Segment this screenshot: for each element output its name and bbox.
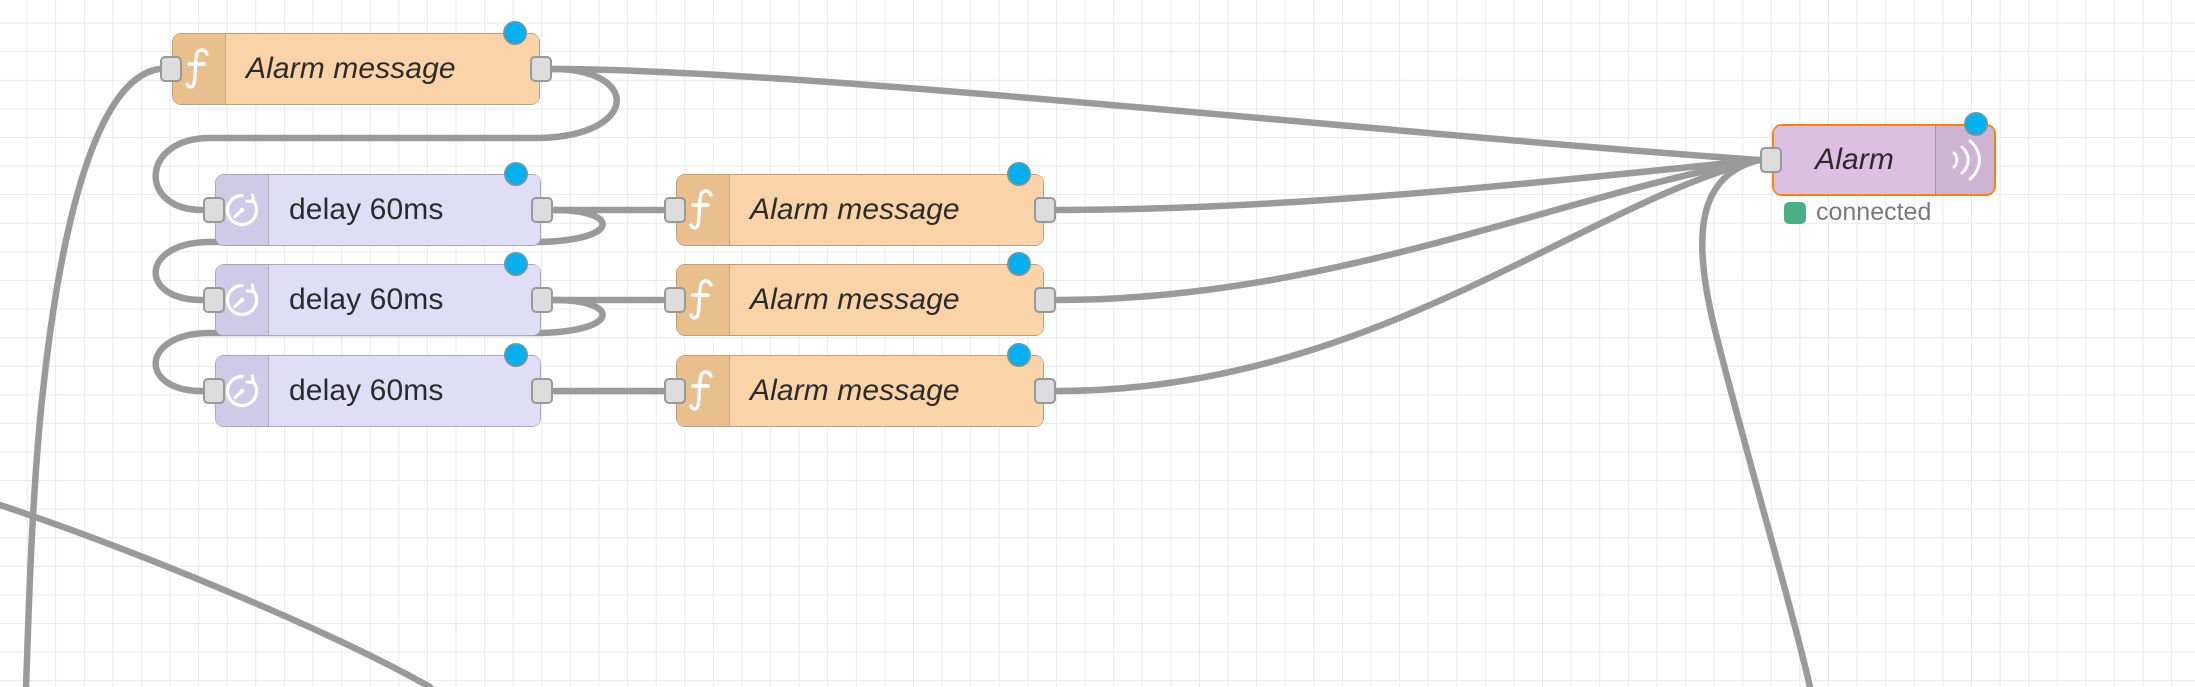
- input-port[interactable]: [203, 287, 225, 313]
- node-body: delay 60ms: [269, 356, 540, 426]
- node-alarm-output[interactable]: Alarm: [1760, 112, 1996, 196]
- node-body: Alarm message: [226, 34, 539, 104]
- input-port[interactable]: [203, 378, 225, 404]
- node-delay-2[interactable]: delay 60ms: [203, 252, 553, 336]
- output-port[interactable]: [530, 56, 552, 82]
- node-body: Alarm message: [730, 175, 1043, 245]
- node-body: Alarm message: [730, 265, 1043, 335]
- node-function-alarm-message-3[interactable]: Alarm message: [664, 252, 1056, 336]
- output-port[interactable]: [531, 287, 553, 313]
- input-port[interactable]: [203, 197, 225, 223]
- node-label: Alarm message: [750, 193, 960, 226]
- changed-indicator-dot: [1007, 252, 1031, 276]
- wire-fn2-to-alarm[interactable]: [1053, 156, 1763, 214]
- node-label: Alarm message: [750, 283, 960, 316]
- changed-indicator-dot: [1964, 112, 1988, 136]
- node-function-alarm-message-4[interactable]: Alarm message: [664, 343, 1056, 427]
- wire-fn1-to-delay1[interactable]: [152, 65, 620, 214]
- signal-waves-icon: [1935, 126, 1994, 194]
- wire-alarm-down-offscreen[interactable]: [1698, 156, 1814, 687]
- node-label: Alarm: [1815, 143, 1894, 176]
- wire-fn1-to-alarm[interactable]: [549, 65, 1763, 164]
- changed-indicator-dot: [1007, 343, 1031, 367]
- node-label: delay 60ms: [289, 283, 444, 316]
- wire-fn3-to-alarm[interactable]: [1053, 156, 1763, 304]
- input-port[interactable]: [664, 287, 686, 313]
- output-port[interactable]: [1034, 287, 1056, 313]
- node-body: Alarm message: [730, 356, 1043, 426]
- node-delay-1[interactable]: delay 60ms: [203, 162, 553, 246]
- changed-indicator-dot: [503, 21, 527, 45]
- status-label: connected: [1816, 198, 1932, 226]
- node-delay-3[interactable]: delay 60ms: [203, 343, 553, 427]
- input-port[interactable]: [160, 56, 182, 82]
- output-port[interactable]: [531, 378, 553, 404]
- output-port[interactable]: [1034, 197, 1056, 223]
- changed-indicator-dot: [504, 252, 528, 276]
- wire-offscreen-crossing[interactable]: [0, 501, 434, 687]
- node-label: delay 60ms: [289, 374, 444, 407]
- wire-fn4-to-alarm[interactable]: [1053, 156, 1763, 395]
- node-label: Alarm message: [750, 374, 960, 407]
- node-function-alarm-message-1[interactable]: Alarm message: [160, 21, 552, 105]
- status-indicator-dot: [1784, 201, 1806, 224]
- node-label: Alarm message: [246, 52, 456, 85]
- wire-offscreen-to-fn1[interactable]: [22, 65, 163, 687]
- changed-indicator-dot: [504, 343, 528, 367]
- output-port[interactable]: [531, 197, 553, 223]
- changed-indicator-dot: [504, 162, 528, 186]
- status-badge-alarm: connected: [1784, 198, 1931, 227]
- output-port[interactable]: [1034, 378, 1056, 404]
- input-port[interactable]: [664, 378, 686, 404]
- input-port[interactable]: [1760, 147, 1782, 173]
- changed-indicator-dot: [1007, 162, 1031, 186]
- node-function-alarm-message-2[interactable]: Alarm message: [664, 162, 1056, 246]
- node-body: Alarm: [1774, 126, 1935, 194]
- node-body: delay 60ms: [269, 265, 540, 335]
- node-label: delay 60ms: [289, 193, 444, 226]
- input-port[interactable]: [664, 197, 686, 223]
- node-body: delay 60ms: [269, 175, 540, 245]
